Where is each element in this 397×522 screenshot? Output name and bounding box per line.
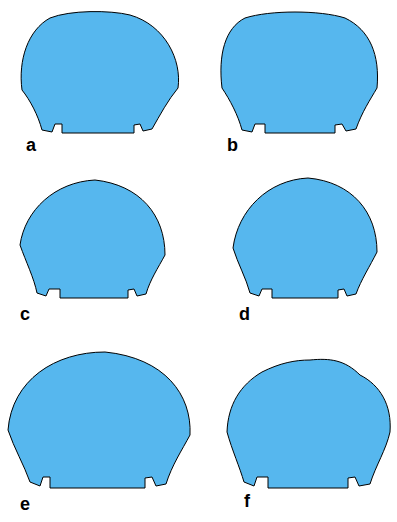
- outline-c: [20, 180, 165, 298]
- outline-e: [8, 352, 190, 488]
- outline-a: [21, 12, 178, 133]
- outline-d: [233, 178, 377, 298]
- outline-b: [221, 12, 378, 133]
- panel-letter: f: [244, 492, 250, 510]
- panel-letter: c: [20, 305, 30, 323]
- panel-letter: a: [26, 136, 36, 154]
- panel-letter: e: [20, 495, 30, 513]
- panel-letter: b: [227, 136, 238, 154]
- outline-f: [227, 359, 390, 488]
- panel-letter: d: [239, 305, 250, 323]
